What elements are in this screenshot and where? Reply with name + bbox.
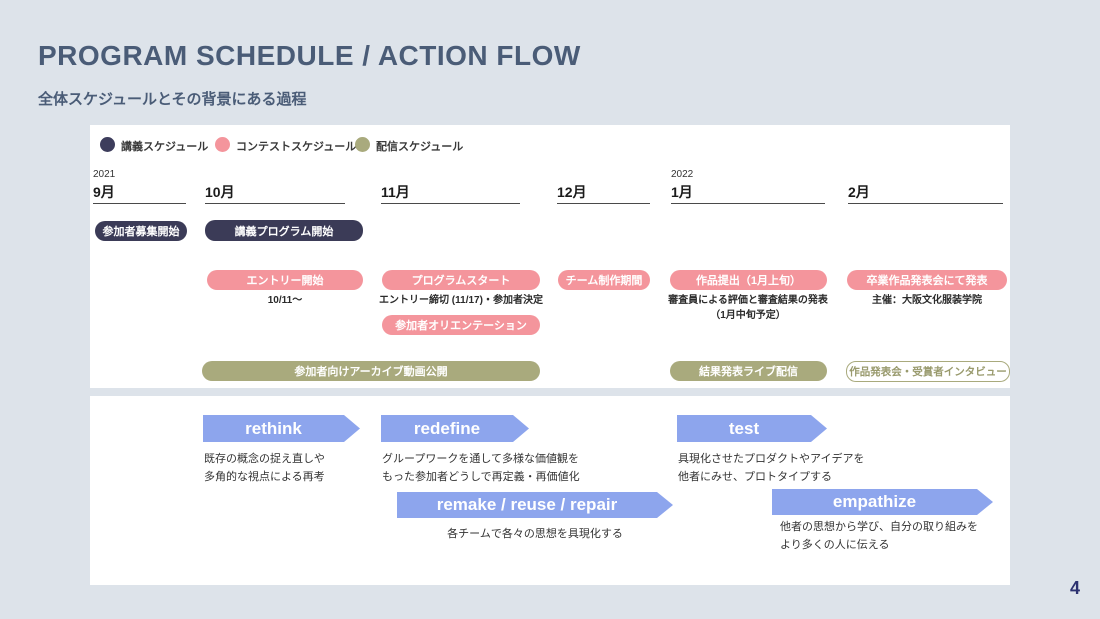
- flow-desc-remake-reuse-repair: 各チームで各々の思想を具現化する: [447, 528, 623, 540]
- month-year: [848, 169, 1003, 182]
- pill-work-submission: 作品提出（1月上旬）: [670, 270, 827, 290]
- month-label: 12月: [557, 184, 587, 200]
- timeline-month-nov: 11月: [381, 169, 520, 204]
- month-label: 11月: [381, 184, 410, 200]
- flow-desc-test: 具現化させたプロダクトやアイデアを 他者にみせ、プロトタイプする: [678, 453, 865, 484]
- month-underline: [848, 203, 1003, 204]
- flow-desc-empathize: 他者の思想から学び、自分の取り組みを より多くの人に伝える: [780, 521, 978, 552]
- flow-arrow-test: test: [677, 415, 827, 442]
- pill-recruit-start: 参加者募集開始: [95, 221, 187, 241]
- month-underline: [381, 203, 520, 204]
- schedule-panel: 講義スケジュール コンテストスケジュール 配信スケジュール 2021 9月 10…: [90, 125, 1010, 388]
- page-title: PROGRAM SCHEDULE / ACTION FLOW: [38, 40, 581, 71]
- month-year: [557, 169, 650, 182]
- pill-program-start: プログラムスタート: [382, 270, 540, 290]
- pill-entry-start: エントリー開始: [207, 270, 363, 290]
- pill-archive-video: 参加者向けアーカイブ動画公開: [202, 361, 540, 381]
- page-number: 4: [1069, 578, 1080, 598]
- legend-label-contest: コンテストスケジュール: [236, 141, 357, 153]
- timeline-month-sep: 2021 9月: [93, 169, 186, 204]
- note-entry-start: 10/11～: [267, 295, 303, 306]
- month-year: [205, 169, 345, 182]
- month-label: 9月: [93, 184, 115, 200]
- month-underline: [671, 203, 825, 204]
- pill-award-interview: 作品発表会・受賞者インタビュー: [846, 361, 1010, 382]
- legend-label-stream: 配信スケジュール: [376, 141, 464, 153]
- flow-arrow-remake-reuse-repair: remake / reuse / repair: [397, 492, 673, 518]
- timeline-month-oct: 10月: [205, 169, 345, 204]
- legend-label-lecture: 講義スケジュール: [121, 141, 209, 153]
- flow-arrow-redefine: redefine: [381, 415, 529, 442]
- month-underline: [205, 203, 345, 204]
- timeline-month-feb: 2月: [848, 169, 1003, 204]
- pill-graduation-presentation: 卒業作品発表会にて発表: [847, 270, 1007, 290]
- pill-orientation: 参加者オリエンテーション: [382, 315, 540, 335]
- month-underline: [93, 203, 186, 204]
- contest-color-dot-icon: [215, 137, 230, 152]
- timeline-month-dec: 12月: [557, 169, 650, 204]
- pill-team-production: チーム制作期間: [558, 270, 650, 290]
- lecture-color-dot-icon: [100, 137, 115, 152]
- flow-desc-rethink: 既存の概念の捉え直しや 多角的な視点による再考: [204, 453, 325, 484]
- month-underline: [557, 203, 650, 204]
- page-subtitle: 全体スケジュールとその背景にある過程: [38, 91, 307, 108]
- flow-desc-redefine: グループワークを通して多様な価値観を もった参加者どうしで再定義・再価値化: [382, 453, 580, 484]
- month-year: [381, 169, 520, 182]
- month-label: 2月: [848, 184, 870, 200]
- flow-arrow-rethink: rethink: [203, 415, 360, 442]
- month-year: 2021: [93, 169, 116, 180]
- pill-lecture-program-start: 講義プログラム開始: [205, 220, 363, 241]
- month-year: 2022: [671, 169, 694, 180]
- pill-result-live-stream: 結果発表ライブ配信: [670, 361, 827, 381]
- flow-arrow-empathize: empathize: [772, 489, 993, 515]
- note-graduation-presentation: 主催：大阪文化服装学院: [872, 295, 982, 306]
- month-label: 1月: [671, 184, 693, 200]
- note-work-submission: 審査員による評価と審査結果の発表 （1月中旬予定）: [668, 295, 828, 321]
- timeline-month-jan: 2022 1月: [671, 169, 825, 204]
- note-program-start: エントリー締切 (11/17)・参加者決定: [379, 295, 543, 306]
- action-flow-panel: rethink redefine test 既存の概念の捉え直しや 多角的な視点…: [90, 396, 1010, 585]
- stream-color-dot-icon: [355, 137, 370, 152]
- month-label: 10月: [205, 184, 235, 200]
